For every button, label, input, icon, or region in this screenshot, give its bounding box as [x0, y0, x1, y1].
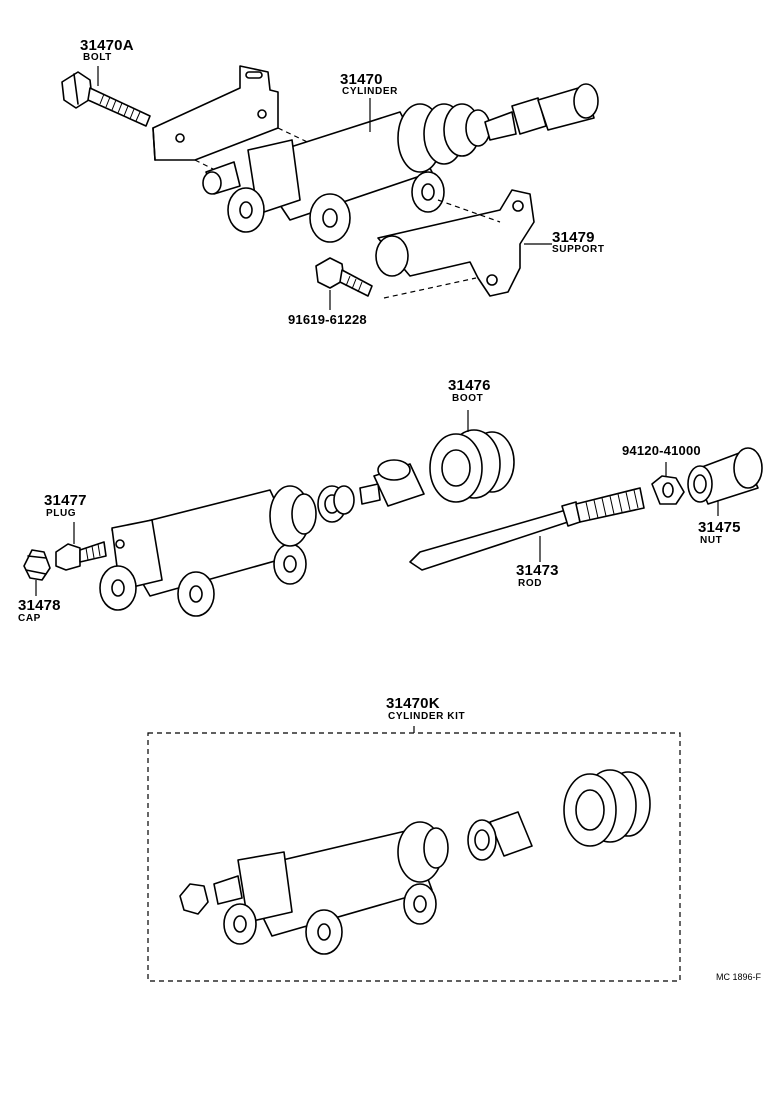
nut-31475-drawing	[687, 447, 763, 505]
bolt-31470a-drawing	[61, 71, 151, 127]
part-number-rod: 31473	[516, 562, 559, 579]
hex-nut-94120-41000-drawing	[651, 475, 685, 505]
part-number-cap: 31478	[18, 597, 61, 614]
figure-code: MC 1896-F	[716, 972, 762, 982]
part-number-hex-nut: 94120-41000	[622, 443, 701, 458]
piston-cup-drawing	[317, 485, 355, 523]
part-name-support: SUPPORT	[552, 244, 605, 255]
part-name-boot: BOOT	[452, 393, 484, 404]
part-number-boot: 31476	[448, 377, 491, 394]
kit-cap-drawing	[179, 883, 209, 915]
part-number-cylinder: 31470	[340, 71, 383, 88]
kit-boot-drawing	[563, 769, 651, 847]
kit-piston-drawing	[467, 811, 533, 861]
part-number-support: 31479	[552, 229, 595, 246]
part-number-nut: 31475	[698, 519, 741, 536]
part-name-bolt: BOLT	[83, 52, 112, 63]
part-number-support-bolt: 91619-61228	[288, 312, 367, 327]
part-name-nut: NUT	[700, 535, 723, 546]
cylinder-31470-drawing	[202, 83, 599, 243]
boot-31476-drawing	[429, 429, 515, 503]
part-number-plug: 31477	[44, 492, 87, 509]
part-name-cap: CAP	[18, 613, 41, 624]
part-number-bolt: 31470A	[80, 37, 134, 54]
rod-31473-drawing	[409, 487, 645, 571]
cap-31478-drawing	[23, 549, 51, 581]
part-number-kit: 31470K	[386, 695, 440, 712]
bolt-91619-61228-drawing	[315, 257, 373, 297]
plug-31477-drawing	[55, 541, 107, 571]
part-name-kit: CYLINDER KIT	[388, 711, 466, 722]
support-31479-drawing	[375, 189, 535, 297]
piston-drawing	[359, 459, 425, 507]
part-name-cylinder: CYLINDER	[342, 86, 398, 97]
kit-cylinder-drawing	[213, 821, 449, 955]
part-name-plug: PLUG	[46, 508, 77, 519]
bracket-plate-drawing	[152, 65, 279, 161]
part-name-rod: ROD	[518, 578, 543, 589]
cylinder-body-drawing	[99, 485, 317, 617]
